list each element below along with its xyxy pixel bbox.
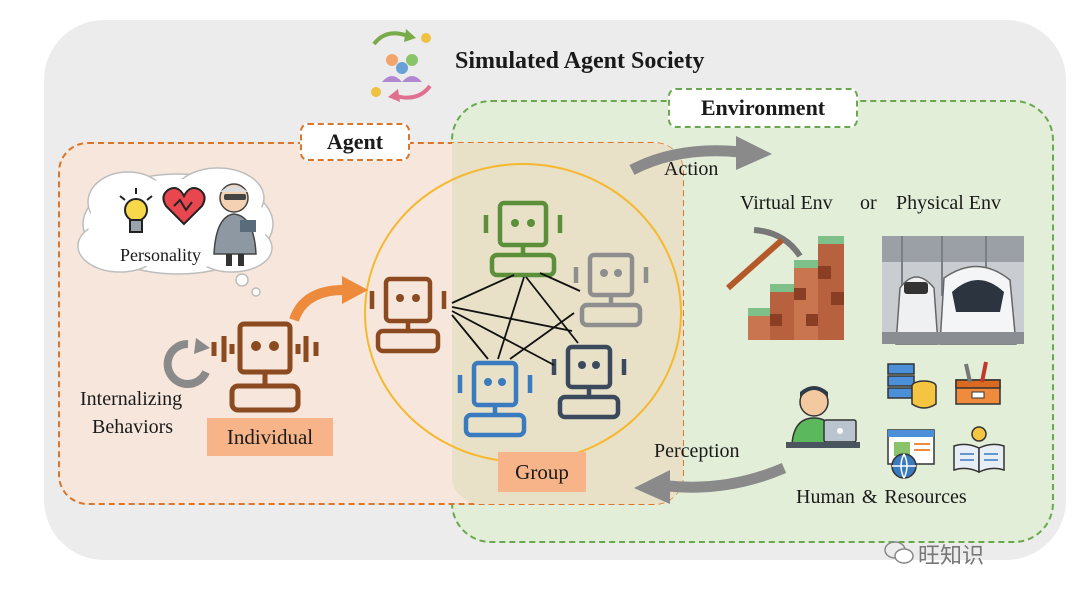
individual-to-group-arrow [289, 276, 368, 322]
toolbox-icon [955, 361, 1001, 405]
virtual-env-label: Virtual Env [740, 192, 833, 214]
agent-tag: Agent [300, 123, 410, 161]
action-label: Action [664, 158, 719, 180]
database-server-icon [887, 363, 937, 409]
physical-env-robots-image [882, 236, 1024, 345]
book-lightbulb-icon [953, 426, 1005, 474]
society-icon [371, 29, 432, 102]
individual-badge: Individual [207, 418, 333, 456]
group-robots [369, 200, 649, 438]
diagram-title: Simulated Agent Society [455, 48, 705, 74]
watermark-text: 旺知识 [918, 544, 985, 569]
internalizing-label: Internalizing [80, 388, 183, 410]
virtual-env-blocks-icon [726, 227, 844, 340]
internalizing-loop-arrow [163, 338, 210, 388]
individual-robot-icon [211, 321, 319, 413]
robot-dark-icon [551, 344, 627, 420]
heart-icon [162, 187, 206, 226]
personality-label: Personality [120, 245, 201, 265]
robot-gray-icon [573, 252, 649, 328]
robot-green-icon [483, 200, 563, 278]
perception-label: Perception [654, 440, 740, 462]
person-icon [213, 183, 257, 266]
environment-tag: Environment [668, 88, 858, 128]
group-interaction-links [451, 272, 581, 366]
robot-blue-icon [457, 360, 533, 438]
perception-arrow [634, 462, 787, 504]
chat-bubbles-icon [884, 541, 914, 564]
group-badge: Group [498, 452, 586, 492]
physical-env-label: Physical Env [896, 192, 1001, 214]
action-arrow [629, 136, 772, 175]
or-label: or [860, 192, 877, 214]
web-globe-icon [887, 429, 935, 479]
robot-brown-icon [369, 276, 447, 354]
human-resources-label: Human & Resources [796, 486, 967, 508]
lightbulb-icon [119, 188, 153, 233]
human-laptop-icon [786, 386, 860, 448]
behaviors-label: Behaviors [92, 416, 174, 438]
